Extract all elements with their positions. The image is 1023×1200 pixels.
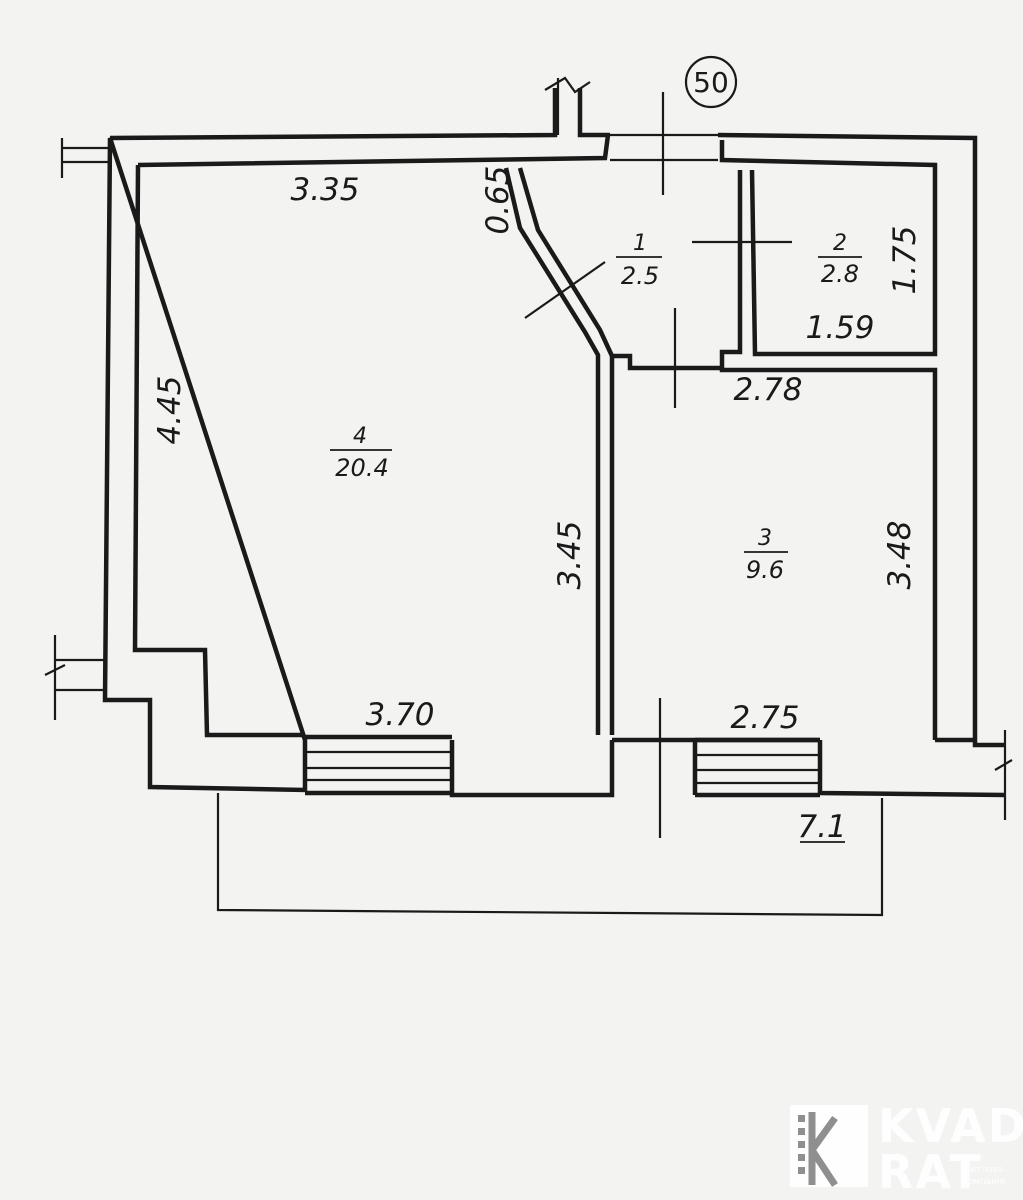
logo-word-line2: RAT xyxy=(878,1145,983,1199)
dim-room4-right: 3.45 xyxy=(552,520,588,589)
apartment-number: 50 xyxy=(693,66,729,99)
dim-room4-top: 3.35 xyxy=(290,172,359,208)
room-2-number: 2 xyxy=(833,231,847,256)
room-1-number: 1 xyxy=(633,231,647,256)
apartment-number-circle xyxy=(684,55,738,109)
balcony-outline xyxy=(216,793,884,917)
logo-word-line1: KVAD xyxy=(878,1099,1023,1153)
partition-room3-top xyxy=(612,353,722,371)
dim-room2-height: 1.75 xyxy=(887,225,923,294)
dim-corridor-jog: 0.65 xyxy=(480,165,516,234)
window-room4 xyxy=(305,734,452,796)
break-symbol-top xyxy=(544,76,591,135)
section-mark-2 xyxy=(524,261,606,319)
dim-room4-left: 4.45 xyxy=(152,375,188,444)
dim-room3-right: 3.48 xyxy=(882,520,918,589)
break-symbol-left-top xyxy=(60,138,110,178)
break-symbol-left-bottom xyxy=(44,635,105,720)
logo-tagline-line2: компанія xyxy=(962,1177,1005,1187)
room-2-area: 2.8 xyxy=(821,260,859,288)
logo-tagline-line1: житлова xyxy=(962,1165,1003,1175)
room-4-area: 20.4 xyxy=(335,454,388,482)
dim-room3-bottom: 2.75 xyxy=(730,700,799,736)
room-4-number: 4 xyxy=(353,424,367,449)
room-1-area: 2.5 xyxy=(621,262,659,290)
break-symbol-right xyxy=(975,730,1013,820)
dim-room2-width: 1.59 xyxy=(805,310,874,346)
dim-balcony: 7.1 xyxy=(797,809,846,845)
dim-room4-bottom: 3.70 xyxy=(365,697,434,733)
inner-wall xyxy=(132,134,615,738)
entry-door xyxy=(610,92,718,195)
outer-wall xyxy=(102,88,1006,798)
watermark-logo: KVAD RAT житлова компанія xyxy=(790,1099,1023,1199)
partition-room2 xyxy=(719,140,938,740)
dim-room3-top: 2.78 xyxy=(733,372,802,408)
room-3-number: 3 xyxy=(758,526,772,551)
partition-corridor xyxy=(503,167,601,735)
window-room3 xyxy=(692,737,820,798)
room-3-area: 9.6 xyxy=(746,556,784,584)
